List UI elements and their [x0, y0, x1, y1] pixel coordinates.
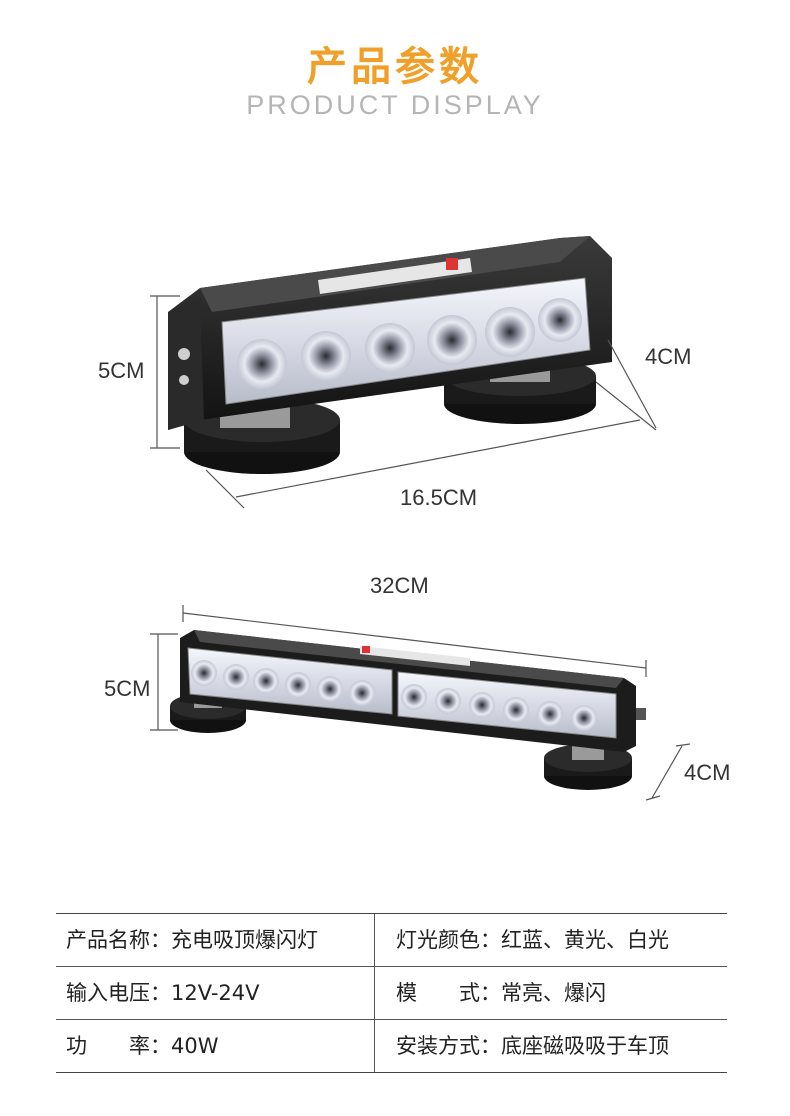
spec-label: 功 率：: [66, 1034, 171, 1058]
spec-value: 12V-24V: [171, 981, 260, 1005]
light-bar-body: [180, 630, 646, 752]
dimension-label-bottom-depth: 4CM: [684, 760, 731, 785]
dimension-label-bottom-length: 32CM: [370, 573, 429, 598]
dimension-lines-bottom: [150, 605, 691, 801]
page-subtitle: PRODUCT DISPLAY: [246, 90, 544, 120]
spec-cell-light-color: 灯光颜色：红蓝、黄光、白光: [396, 914, 669, 966]
spec-cell-mode: 模 式：常亮、爆闪: [396, 967, 606, 1019]
spec-cell-product-name: 产品名称：充电吸顶爆闪灯: [66, 914, 318, 966]
magnet-base-right: [544, 744, 632, 790]
spec-label: 模 式：: [396, 981, 501, 1005]
product-image-long-light: [150, 605, 691, 801]
page-title: 产品参数: [307, 44, 483, 90]
light-bar-body: [168, 236, 612, 430]
spec-label: 输入电压：: [66, 981, 171, 1005]
spec-cell-voltage: 输入电压：12V-24V: [66, 967, 260, 1019]
led-array: [237, 298, 582, 389]
spec-row-voltage: 输入电压：12V-24V 模 式：常亮、爆闪: [56, 967, 727, 1020]
dimension-label-top-depth: 4CM: [645, 344, 692, 369]
spec-value: 充电吸顶爆闪灯: [171, 928, 318, 952]
dimension-lines-top: [150, 295, 657, 509]
dimension-label-top-height: 5CM: [98, 358, 145, 383]
spec-value: 40W: [171, 1034, 219, 1058]
dimension-label-bottom-height: 5CM: [104, 676, 151, 701]
spec-label: 安装方式：: [396, 1034, 501, 1058]
spec-value: 常亮、爆闪: [501, 981, 606, 1005]
spec-table-divider: [374, 914, 375, 1072]
product-image-short-light: [150, 236, 657, 509]
spec-value: 底座磁吸吸于车顶: [501, 1034, 669, 1058]
spec-row-power: 功 率：40W 安装方式：底座磁吸吸于车顶: [56, 1020, 727, 1072]
spec-table: 产品名称：充电吸顶爆闪灯 灯光颜色：红蓝、黄光、白光 输入电压：12V-24V …: [56, 913, 727, 1073]
spec-cell-installation: 安装方式：底座磁吸吸于车顶: [396, 1020, 669, 1072]
spec-label: 产品名称：: [66, 928, 171, 952]
led-array: [191, 660, 597, 731]
dimension-label-top-length: 16.5CM: [400, 485, 478, 510]
spec-label: 灯光颜色：: [396, 928, 501, 952]
spec-value: 红蓝、黄光、白光: [501, 928, 669, 952]
spec-row-product-name: 产品名称：充电吸顶爆闪灯 灯光颜色：红蓝、黄光、白光: [56, 914, 727, 967]
spec-cell-power: 功 率：40W: [66, 1020, 219, 1072]
